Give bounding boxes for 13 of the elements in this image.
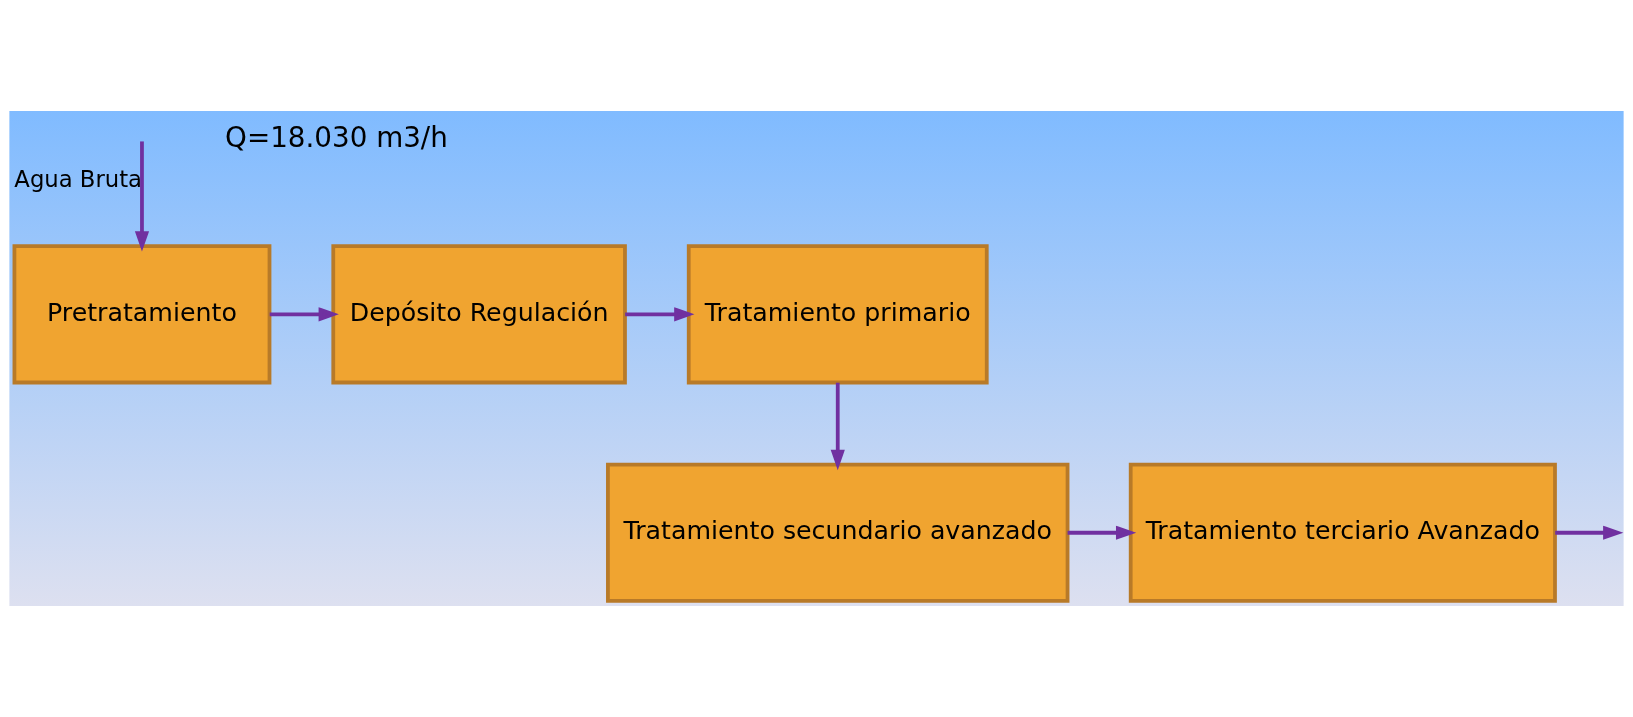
arrow bbox=[625, 307, 695, 322]
node-box: Depósito Regulación bbox=[331, 244, 627, 385]
node-box: Tratamiento primario bbox=[686, 244, 989, 385]
node-box: Tratamiento terciario Avanzado bbox=[1128, 462, 1557, 603]
arrow bbox=[830, 382, 845, 471]
node-box: Tratamiento secundario avanzado bbox=[606, 462, 1070, 603]
node-box: Pretratamiento bbox=[12, 244, 272, 385]
arrow bbox=[134, 141, 150, 252]
label: Q=18.030 m3/h bbox=[225, 121, 448, 155]
arrow bbox=[1555, 525, 1624, 540]
arrow bbox=[1067, 525, 1137, 540]
arrow bbox=[269, 307, 339, 322]
edge-label: Agua Bruta bbox=[14, 166, 143, 193]
